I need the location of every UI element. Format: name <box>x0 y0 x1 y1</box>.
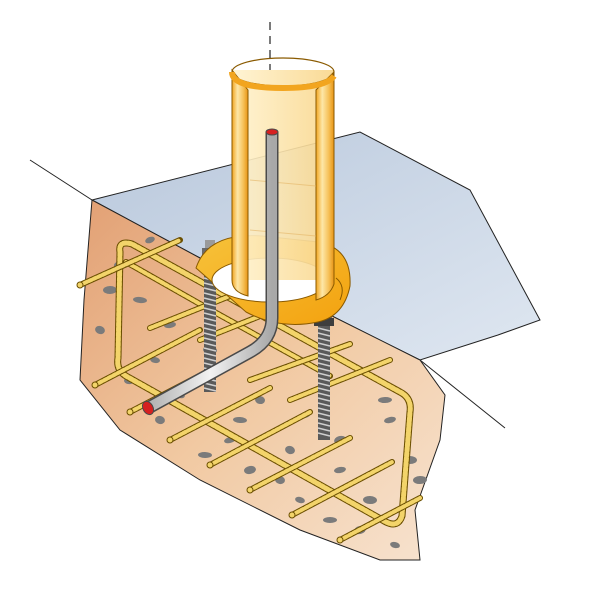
bolt-thread <box>317 352 331 357</box>
stone <box>323 517 337 523</box>
bolt-thread <box>203 287 217 292</box>
rebar-bar-texture <box>124 260 332 378</box>
bolt-thread <box>203 357 217 362</box>
rebar-end <box>91 381 99 389</box>
bolt-thread <box>317 327 331 332</box>
bolt-thread <box>203 302 217 307</box>
bolt-thread <box>203 332 217 337</box>
conduit-pipe <box>141 128 279 416</box>
bolt-thread <box>203 342 217 347</box>
stone <box>285 445 295 455</box>
stone <box>384 416 396 424</box>
bolt-thread <box>203 297 217 302</box>
bolt-thread <box>317 377 331 382</box>
bolt-thread <box>317 342 331 347</box>
bolt-thread <box>203 347 217 352</box>
stone <box>255 395 265 405</box>
bolt-thread <box>203 312 217 317</box>
bolt-thread <box>203 317 217 322</box>
bolt-thread <box>203 337 217 342</box>
rebar-end <box>336 536 344 544</box>
stone <box>133 296 147 304</box>
bolt-thread <box>317 402 331 407</box>
stone <box>150 356 160 364</box>
stone <box>198 451 212 459</box>
rebar-bar-texture <box>338 496 422 542</box>
bolt-thread <box>317 382 331 387</box>
rebar-bar-texture <box>290 460 394 517</box>
rebar-bar-texture <box>208 410 312 467</box>
bolt-thread <box>317 407 331 412</box>
stone <box>233 416 247 424</box>
stone <box>334 466 346 474</box>
steel-pole-sleeve <box>229 57 337 301</box>
bolt-thread <box>203 387 217 392</box>
rebar-bar-texture <box>168 386 272 442</box>
bolt-thread <box>317 412 331 417</box>
bolt-thread <box>317 417 331 422</box>
bolt-thread <box>317 372 331 377</box>
rebar-bar-texture <box>248 436 352 492</box>
rebar-end <box>76 281 84 289</box>
rebar-bar-texture <box>148 294 232 330</box>
bolt-thread <box>317 422 331 427</box>
rebar-bar-texture <box>288 358 392 402</box>
bolt-thread <box>203 352 217 357</box>
stone <box>390 541 400 549</box>
bolt-thread <box>317 387 331 392</box>
bolt-thread <box>203 307 217 312</box>
rebar-end <box>288 511 296 519</box>
bolt-thread <box>317 347 331 352</box>
bolt-thread <box>317 362 331 367</box>
rebar-end <box>126 408 134 416</box>
stone <box>155 415 165 425</box>
bolt-thread <box>317 432 331 437</box>
stone <box>295 496 305 504</box>
grade-line-left <box>29 159 93 201</box>
bolt-thread <box>317 397 331 402</box>
bolt-thread <box>317 427 331 432</box>
rebar-bar-texture <box>248 342 352 382</box>
grade-line-right <box>419 359 506 429</box>
rebar-end <box>246 486 254 494</box>
bolt-thread <box>203 327 217 332</box>
stone <box>95 325 105 335</box>
stone <box>103 285 117 295</box>
rebar-end <box>206 461 214 469</box>
rebar-bar-texture <box>78 238 182 287</box>
bolt-thread <box>203 322 217 327</box>
bolt-thread <box>317 392 331 397</box>
anchor-bolt-right <box>314 300 334 440</box>
bolt-thread <box>317 357 331 362</box>
rebar-bar-texture <box>93 328 202 387</box>
stone <box>363 495 377 505</box>
stone <box>413 475 427 485</box>
rebar-end <box>166 436 174 444</box>
bolt-thread <box>203 292 217 297</box>
bolt-thread <box>317 332 331 337</box>
bolt-thread <box>317 367 331 372</box>
stone <box>244 465 256 475</box>
bolt-thread <box>317 337 331 342</box>
stone <box>145 236 155 244</box>
rebar-cage <box>76 237 423 544</box>
stone <box>378 396 392 404</box>
